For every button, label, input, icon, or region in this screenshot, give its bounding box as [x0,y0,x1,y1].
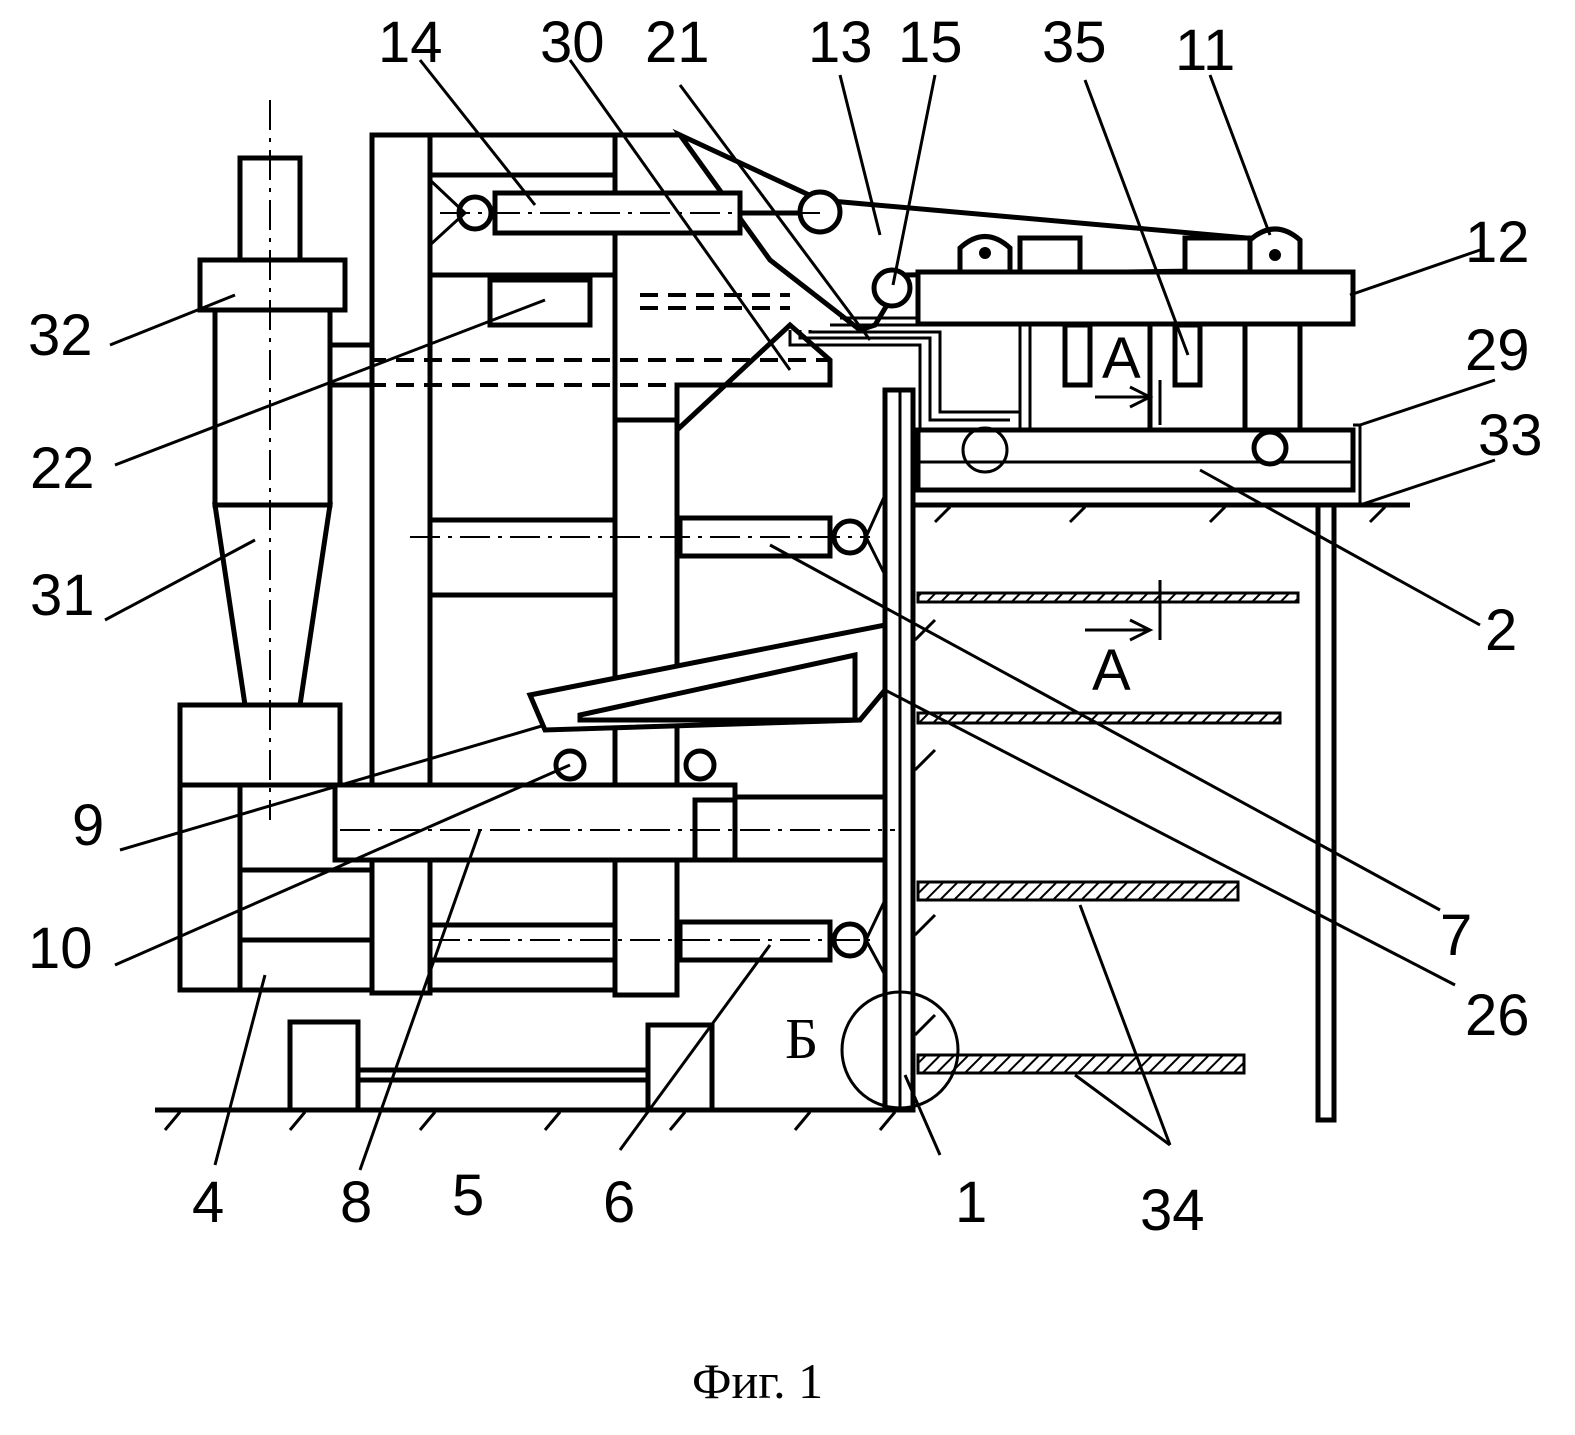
base-frame [290,1022,712,1110]
ground-line-bottom [155,1110,915,1130]
label-34: 34 [1140,1178,1205,1243]
label-32: 32 [28,303,93,368]
label-22: 22 [30,436,95,501]
wall-plate [885,390,935,1110]
label-33: 33 [1478,403,1543,468]
label-26: 26 [1465,983,1530,1048]
cylinder-8 [335,785,895,860]
label-b: Б [785,1006,818,1071]
label-a-bottom: A [1092,638,1131,703]
label-13: 13 [808,10,873,75]
label-7: 7 [1440,903,1472,968]
roller-10b [686,751,714,779]
label-9: 9 [72,793,104,858]
label-11: 11 [1175,18,1235,83]
figure-caption: Фиг. 1 [692,1353,823,1409]
wedge-26 [530,625,885,730]
label-29: 29 [1465,318,1530,383]
label-a-top: A [1102,326,1141,391]
label-14: 14 [378,10,443,75]
label-6: 6 [603,1170,635,1235]
main-columns [372,135,800,995]
label-21: 21 [645,10,710,75]
label-2: 2 [1485,598,1517,663]
label-12: 12 [1465,210,1530,275]
support-post [1318,505,1334,1120]
label-4: 4 [192,1170,224,1235]
label-30: 30 [540,10,605,75]
label-1: 1 [955,1170,987,1235]
label-8: 8 [340,1170,372,1235]
label-15: 15 [898,10,963,75]
label-35: 35 [1042,10,1107,75]
label-10: 10 [28,916,93,981]
label-5: 5 [452,1163,484,1228]
label-31: 31 [30,563,95,628]
